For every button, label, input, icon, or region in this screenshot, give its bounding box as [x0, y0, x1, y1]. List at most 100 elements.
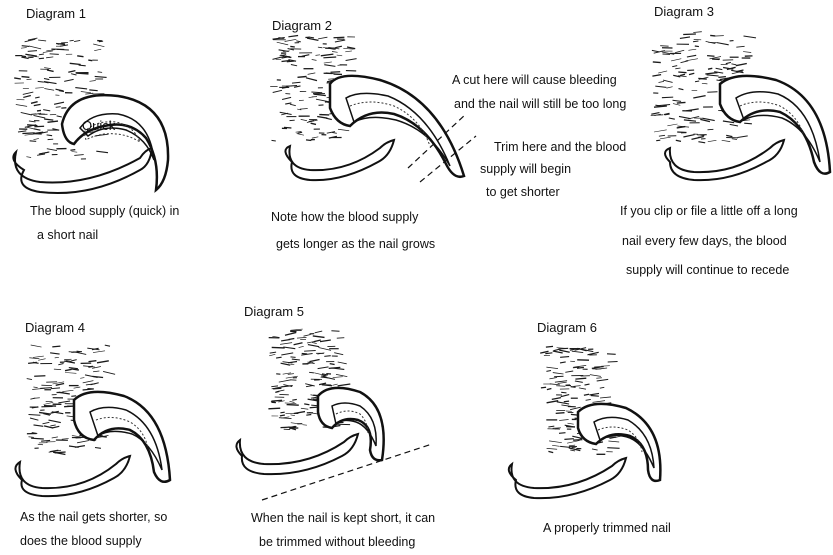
fur-stroke [23, 92, 34, 94]
fur-stroke [561, 405, 571, 407]
fur-stroke [279, 418, 292, 419]
fur-stroke [58, 401, 70, 403]
fur-stroke [285, 39, 297, 41]
fur-stroke [561, 392, 566, 393]
fur-stroke [675, 68, 680, 69]
fur-stroke [698, 78, 707, 79]
fur-stroke [308, 345, 319, 347]
fur-stroke [32, 388, 45, 389]
fur-stroke [333, 384, 338, 385]
diagram-2-caption-line-2: gets longer as the nail grows [276, 233, 435, 256]
fur-stroke [585, 384, 590, 385]
fur-stroke [34, 425, 44, 426]
diagram-2-title: Diagram 2 [272, 18, 332, 33]
fur-stroke [301, 119, 307, 120]
fur-stroke [60, 45, 68, 46]
fur-stroke [48, 121, 59, 122]
fur-stroke [290, 46, 295, 47]
diagram-5-title: Diagram 5 [244, 304, 304, 319]
fur-stroke [44, 68, 51, 69]
fur-stroke [736, 46, 744, 47]
fur-stroke [54, 102, 64, 104]
fur-stroke [320, 340, 331, 342]
fur-stroke [52, 437, 58, 438]
fur-stroke [702, 83, 708, 84]
fur-stroke [695, 46, 699, 47]
fur-stroke [608, 362, 618, 363]
fur-stroke [318, 47, 323, 48]
fur-stroke [548, 451, 553, 452]
fur-stroke [710, 35, 715, 36]
fur-stroke [572, 351, 583, 352]
fur-stroke [34, 104, 41, 105]
fur-stroke [309, 360, 319, 362]
fur-stroke [337, 55, 343, 56]
fur-stroke [558, 348, 568, 349]
fur-stroke [345, 51, 352, 52]
fur-stroke [337, 338, 345, 339]
fur-stroke [553, 373, 564, 374]
fur-stroke [608, 441, 619, 442]
fur-stroke [311, 92, 322, 93]
fur-stroke [39, 54, 44, 55]
fur-stroke [284, 127, 291, 128]
fur-stroke [69, 446, 79, 447]
fur-stroke [30, 418, 38, 420]
fur-stroke [98, 72, 103, 73]
fur-stroke [277, 42, 289, 45]
fur-stroke [708, 129, 714, 130]
fur-stroke [559, 420, 568, 421]
fur-stroke [21, 57, 28, 59]
fur-stroke [57, 116, 62, 117]
fur-stroke [297, 134, 304, 136]
toe-pad [236, 434, 358, 474]
fur-stroke [269, 354, 275, 356]
diagram-5-caption-line-2: be trimmed without bleeding [259, 531, 415, 554]
fur-stroke [592, 367, 601, 368]
fur-stroke [541, 387, 546, 388]
fur-stroke [296, 41, 301, 42]
fur-stroke [54, 369, 61, 370]
fur-stroke [573, 440, 582, 441]
fur-stroke [689, 73, 694, 74]
fur-stroke [546, 346, 553, 347]
fur-stroke [683, 135, 694, 137]
fur-stroke [309, 372, 314, 373]
fur-stroke [29, 46, 41, 49]
fur-stroke [21, 48, 27, 49]
diagram-2-note-trim-line-3: to get shorter [486, 182, 560, 203]
fur-stroke [70, 63, 81, 64]
fur-stroke [560, 446, 570, 447]
fur-stroke [716, 43, 728, 45]
diagram-2-note-trim-line-2: supply will begin [480, 159, 571, 180]
fur-stroke [731, 64, 736, 65]
fur-stroke [596, 378, 602, 379]
fur-stroke [56, 107, 61, 108]
fur-stroke [586, 399, 591, 400]
fur-stroke [70, 150, 75, 151]
fur-stroke [105, 345, 110, 346]
fur-stroke [290, 104, 296, 106]
fur-stroke [74, 387, 81, 388]
fur-stroke [300, 109, 308, 110]
fur-stroke [546, 367, 558, 369]
toe-pad [285, 140, 394, 180]
fur-stroke [95, 76, 107, 77]
diagram-3-caption-line-1: If you clip or file a little off a long [620, 200, 798, 223]
fur-stroke [584, 394, 589, 395]
fur-stroke [738, 136, 748, 138]
fur-stroke [317, 117, 327, 119]
fur-stroke [708, 68, 712, 69]
fur-stroke [35, 97, 40, 98]
fur-stroke [29, 358, 39, 359]
fur-stroke [718, 77, 726, 78]
fur-stroke [312, 137, 318, 138]
fur-stroke [744, 36, 757, 38]
fur-stroke [270, 352, 276, 353]
fur-hatching [540, 346, 621, 454]
fur-stroke [58, 364, 63, 365]
fur-stroke [693, 32, 702, 33]
fur-stroke [79, 65, 86, 66]
fur-stroke [62, 390, 73, 391]
fur-stroke [26, 157, 31, 158]
